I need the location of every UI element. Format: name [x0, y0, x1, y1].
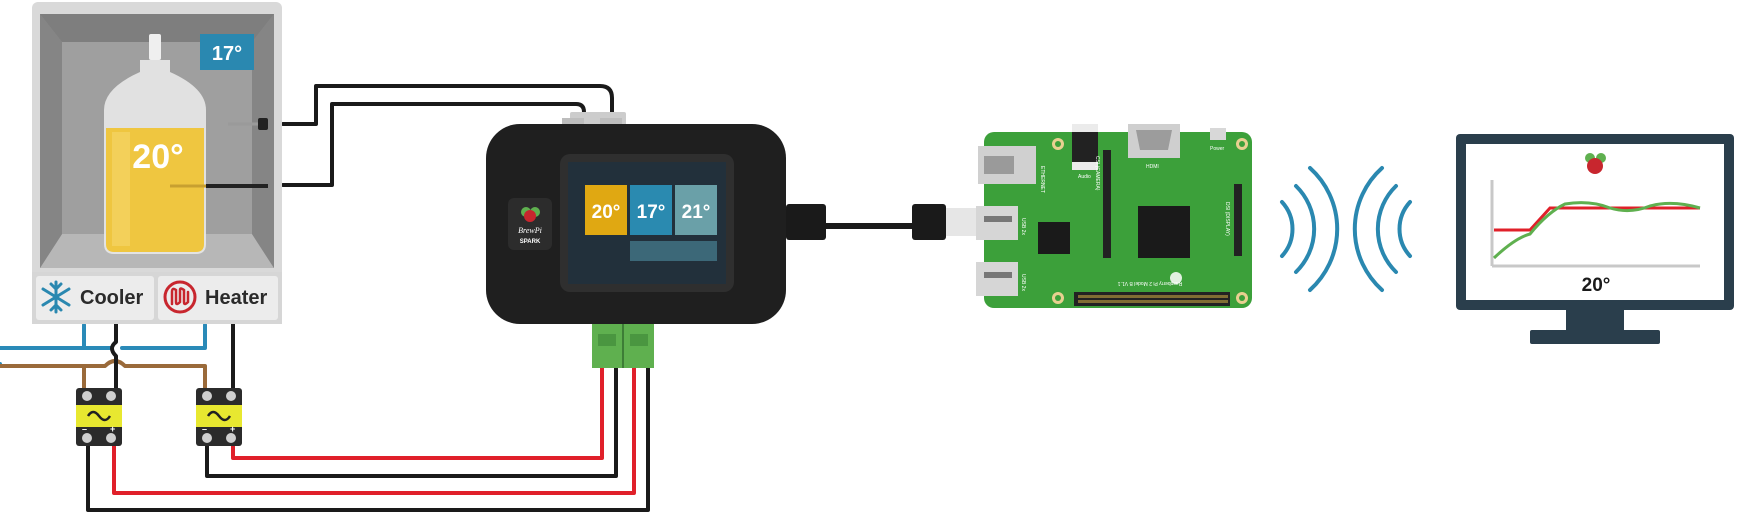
screen-tile-3 — [675, 185, 717, 235]
gpio-header — [1074, 292, 1230, 306]
temperature-probes — [170, 118, 268, 188]
svg-text:–: – — [202, 424, 207, 434]
usb-port-1 — [976, 206, 1018, 240]
graph-setpoint-line — [1494, 206, 1700, 232]
monitor-temperature: 20° — [1582, 275, 1611, 296]
board-usb1-label: USB 2x — [1020, 218, 1026, 235]
usb-plug-pi — [912, 204, 946, 240]
board-hdmi-label: HDMI — [1146, 164, 1159, 170]
raspberry-icon — [1585, 153, 1606, 174]
usb-port-2 — [976, 262, 1018, 296]
board-dsi-label: DSI (DISPLAY) — [1224, 202, 1230, 236]
ambient-temp-badge — [200, 34, 254, 70]
graph-actual-line — [1492, 201, 1701, 260]
logo-top-text: BrewPi — [518, 226, 542, 235]
fridge-right-wall — [252, 14, 274, 268]
brewpi-spark-controller: 20° 17° 21° BrewPi SPARK — [486, 112, 826, 368]
board-model-label: Raspberry Pi 2 Model B V1.1 — [1118, 280, 1183, 286]
mains-wire-blue — [0, 323, 207, 350]
relay-cooler: –+ — [76, 388, 122, 446]
wifi-arc-right-3 — [1308, 166, 1340, 292]
screen-tile-1-value: 20° — [592, 202, 621, 223]
power-port — [1210, 128, 1226, 140]
heat-coil-icon — [163, 280, 197, 314]
sensor-wire-2 — [281, 102, 586, 187]
screen-tile-2 — [630, 185, 672, 235]
sine-wave-icon — [206, 410, 232, 422]
monitor-base — [1530, 330, 1660, 344]
sensor-wire-1 — [281, 84, 614, 130]
carboy — [104, 34, 206, 254]
board-ethernet-label: ETHERNET — [1039, 166, 1045, 193]
logo-bottom-text: SPARK — [520, 239, 541, 245]
raspberry-icon — [521, 207, 540, 222]
snowflake-icon — [41, 280, 71, 314]
board-audio-label: Audio — [1078, 174, 1091, 180]
wifi-arc-left-2 — [1375, 184, 1398, 274]
screen-tile-3-value: 21° — [682, 202, 711, 223]
board-usb2-label: USB 2x — [1020, 274, 1026, 291]
beer-liquid — [106, 128, 204, 252]
cooler-label: Cooler — [80, 287, 144, 309]
screen-status-bar — [630, 241, 717, 261]
raspberry-pi-board: Raspberry Pi 2 Model B V1.1 ETHERNET HDM… — [976, 124, 1252, 308]
dsi-connector — [1234, 184, 1242, 256]
beer-temperature: 20° — [132, 138, 183, 176]
temperature-graph — [1490, 180, 1701, 268]
fridge-left-wall — [40, 14, 62, 268]
screen-tile-1 — [585, 185, 627, 235]
brewpi-logo — [508, 198, 552, 250]
wifi-arc-right-1 — [1280, 200, 1295, 258]
ambient-temperature: 17° — [212, 43, 242, 65]
fermentation-fridge: 20° 17° Cooler Heater — [32, 2, 282, 324]
board-power-label: Power — [1210, 146, 1225, 152]
svg-text:+: + — [110, 424, 115, 434]
cooler-relay-wire-black — [86, 366, 650, 512]
usb-plug-controller — [786, 204, 826, 240]
cooler-relay-wire-red — [112, 366, 636, 495]
heater-label: Heater — [205, 287, 267, 309]
terminal-connectors — [592, 324, 654, 368]
monitor: 20° — [1456, 134, 1734, 344]
svg-text:–: – — [82, 424, 87, 434]
relay-heater: –+ — [196, 388, 242, 446]
csi-connector — [1103, 150, 1111, 258]
mains-wire-brown — [0, 359, 207, 394]
heater-relay-wire-black — [205, 366, 618, 478]
wiring — [0, 84, 915, 512]
heater-relay-wire-red — [231, 366, 604, 460]
cooler-wire-black — [110, 320, 118, 394]
svg-text:+: + — [230, 424, 235, 434]
wifi-arc-left-1 — [1397, 200, 1412, 258]
wifi-signal — [1280, 166, 1412, 292]
board-csi-label: CSI (CAMERA) — [1094, 156, 1100, 191]
cpu-chip — [1138, 206, 1190, 258]
pcb — [984, 132, 1252, 308]
wifi-arc-left-3 — [1352, 166, 1384, 292]
screen-tile-2-value: 17° — [637, 202, 666, 223]
sine-wave-icon — [86, 410, 112, 422]
lan-chip — [1038, 222, 1070, 254]
wifi-arc-right-2 — [1294, 184, 1317, 274]
